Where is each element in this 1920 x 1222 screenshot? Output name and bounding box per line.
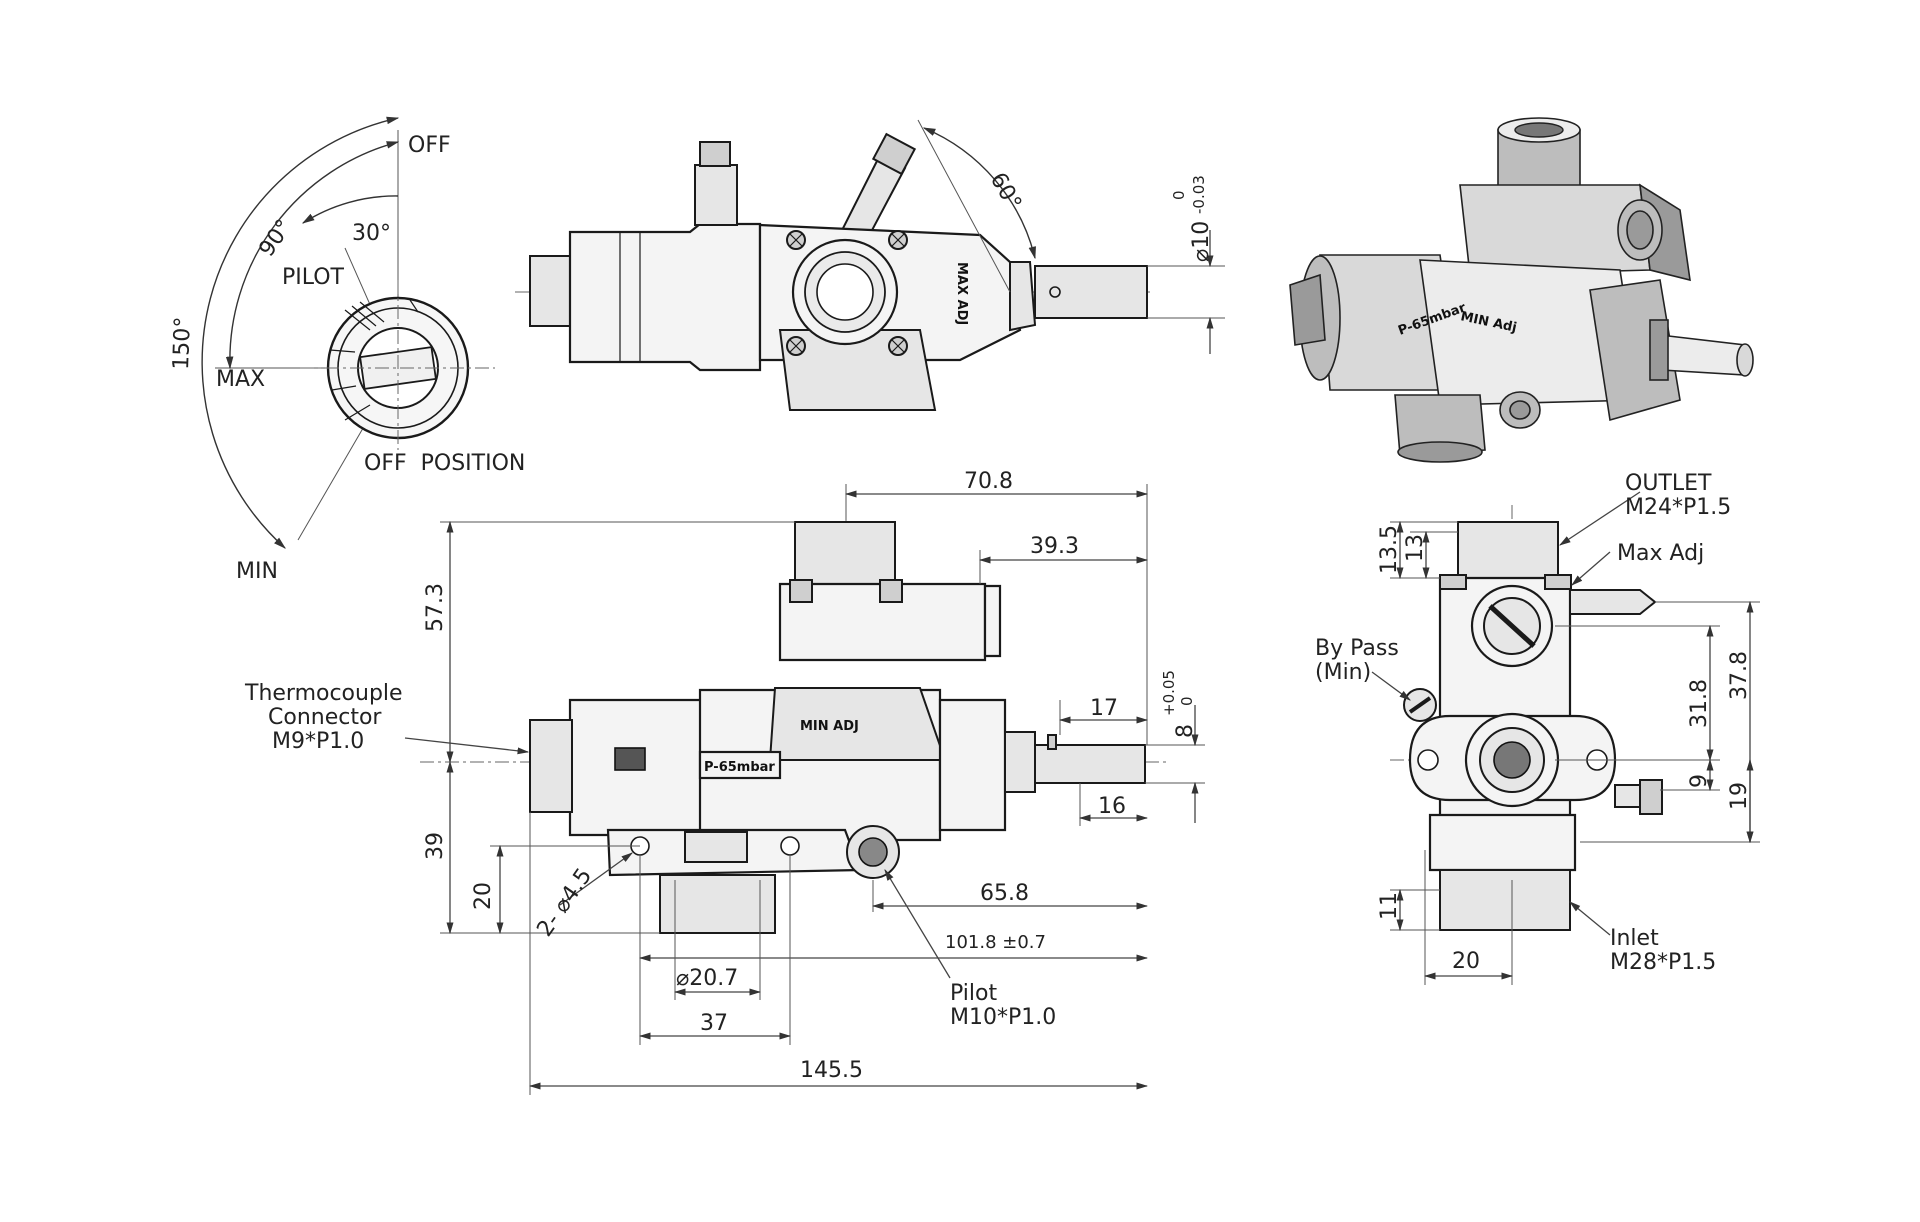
label-inlet-2: M28*P1.5 — [1610, 950, 1716, 975]
dim-13-5: 13.5 — [1377, 525, 1402, 574]
dim-20-front: 20 — [471, 882, 496, 910]
side-view: 13.5 13 31.8 37.8 9 19 11 20 OUTLET M24*… — [1315, 471, 1760, 985]
screw-icon — [786, 230, 908, 356]
dim-17: 17 — [1090, 696, 1118, 721]
label-outlet-2: M24*P1.5 — [1625, 495, 1731, 520]
knob-position-diagram: OFF PILOT MAX MIN OFF POSITION 30° 90° 1… — [169, 116, 525, 584]
label-bypass-1: By Pass — [1315, 636, 1399, 661]
label-pressure-front: P-65mbar — [704, 760, 775, 775]
dim-19: 19 — [1727, 782, 1752, 810]
dim-9: 9 — [1687, 774, 1712, 788]
label-thermocouple-2: Connector — [268, 705, 382, 730]
dim-39: 39 — [423, 832, 448, 860]
label-max: MAX — [216, 367, 265, 392]
label-max-adj-top: MAX ADJ — [954, 262, 969, 325]
dim-70-8: 70.8 — [964, 469, 1013, 494]
dim-8-tol-upper: +0.05 — [1160, 670, 1178, 716]
dim-65-8: 65.8 — [980, 881, 1029, 906]
label-min-adj-front: MIN ADJ — [800, 719, 859, 734]
front-view: MIN ADJ P-65mbar 70.8 39.3 57.3 — [244, 469, 1205, 1095]
dim-13: 13 — [1403, 534, 1428, 562]
label-off-position: OFF POSITION — [364, 451, 525, 476]
label-shaft-tol-upper: 0 — [1170, 190, 1188, 200]
dim-11: 11 — [1377, 892, 1402, 920]
dim-holes: 2- ⌀4.5 — [532, 864, 597, 942]
label-off: OFF — [408, 133, 451, 158]
label-inlet-1: Inlet — [1610, 926, 1659, 951]
label-shaft-diameter: ⌀10 — [1189, 221, 1214, 262]
label-angle-150: 150° — [169, 316, 196, 370]
label-pilot-port-1: Pilot — [950, 981, 997, 1006]
dim-8: 8 — [1173, 724, 1198, 738]
label-angle-90: 90° — [254, 215, 297, 261]
dim-145-5: 145.5 — [800, 1058, 863, 1083]
dim-39-3: 39.3 — [1030, 534, 1079, 559]
isometric-view: MIN Adj P-65mbar — [1289, 117, 1754, 463]
label-angle-30: 30° — [352, 221, 391, 246]
dim-57-3: 57.3 — [423, 583, 448, 632]
label-min: MIN — [236, 559, 278, 584]
label-pilot-port-2: M10*P1.0 — [950, 1005, 1056, 1030]
label-bypass-2: (Min) — [1315, 660, 1371, 685]
label-max-adj-side: Max Adj — [1617, 541, 1704, 566]
top-view: MAX ADJ 60° ⌀10 0 -0.03 — [515, 119, 1225, 411]
label-thermocouple-1: Thermocouple — [244, 681, 403, 706]
dim-16: 16 — [1098, 794, 1126, 819]
dim-31-8: 31.8 — [1687, 679, 1712, 728]
dim-37-8: 37.8 — [1727, 651, 1752, 700]
dim-d20-7: ⌀20.7 — [676, 966, 738, 991]
label-shaft-tol-lower: -0.03 — [1190, 175, 1208, 214]
label-pilot: PILOT — [282, 265, 345, 290]
dim-20-side: 20 — [1452, 949, 1480, 974]
dim-101-8: 101.8 ±0.7 — [945, 932, 1046, 953]
label-outlet-1: OUTLET — [1625, 471, 1712, 496]
dim-8-tol-lower: 0 — [1178, 696, 1196, 706]
label-thermocouple-3: M9*P1.0 — [272, 729, 364, 754]
dim-37: 37 — [700, 1011, 728, 1036]
